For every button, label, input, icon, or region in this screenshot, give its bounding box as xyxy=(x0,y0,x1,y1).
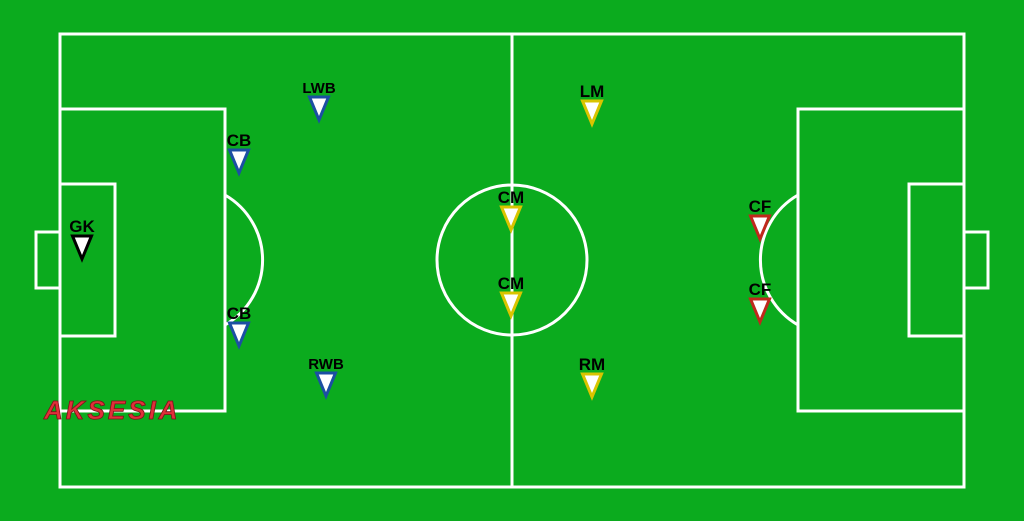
player-marker-lwb xyxy=(307,95,331,124)
player-marker-rwb xyxy=(314,371,338,400)
player-label-cf-top: CF xyxy=(749,197,772,216)
player-label-rwb: RWB xyxy=(308,356,344,373)
player-cb-bottom: CB xyxy=(227,304,252,350)
player-label-lm: LM xyxy=(580,82,605,101)
player-cf-bottom: CF xyxy=(748,280,772,326)
player-marker-cm-top xyxy=(499,205,523,234)
watermark-text: AKSESIA xyxy=(43,395,181,425)
player-gk: GK xyxy=(69,217,95,263)
player-marker-cf-top xyxy=(748,214,772,243)
left-goal xyxy=(34,230,62,290)
center-circle xyxy=(435,183,589,337)
players-layer: GK CB CB LWB RWB CM CM LM RM CF CF xyxy=(69,80,772,401)
player-marker-cb-top xyxy=(227,148,251,177)
player-lm: LM xyxy=(580,82,605,128)
player-label-cb-top: CB xyxy=(227,131,252,150)
player-label-lwb: LWB xyxy=(302,80,335,97)
player-marker-cf-bottom xyxy=(748,297,772,326)
player-cm-top: CM xyxy=(498,188,524,234)
player-cb-top: CB xyxy=(227,131,252,177)
player-label-cm-top: CM xyxy=(498,188,524,207)
player-label-cb-bottom: CB xyxy=(227,304,252,323)
player-marker-cb-bottom xyxy=(227,321,251,350)
player-label-gk: GK xyxy=(69,217,95,236)
player-rwb: RWB xyxy=(308,356,344,400)
player-marker-lm xyxy=(580,99,604,128)
watermark-logo: AKSESIA xyxy=(43,395,181,426)
player-lwb: LWB xyxy=(302,80,336,124)
player-cm-bottom: CM xyxy=(498,274,524,320)
player-rm: RM xyxy=(579,355,605,401)
right-penalty-arc xyxy=(758,193,799,327)
player-marker-gk xyxy=(70,234,94,263)
player-marker-cm-bottom xyxy=(499,291,523,320)
player-label-cf-bottom: CF xyxy=(749,280,772,299)
player-label-cm-bottom: CM xyxy=(498,274,524,293)
player-marker-rm xyxy=(580,372,604,401)
player-label-rm: RM xyxy=(579,355,605,374)
player-cf-top: CF xyxy=(748,197,772,243)
pitch-markings xyxy=(34,32,990,489)
left-penalty-arc xyxy=(224,193,265,327)
right-goal xyxy=(962,230,990,290)
